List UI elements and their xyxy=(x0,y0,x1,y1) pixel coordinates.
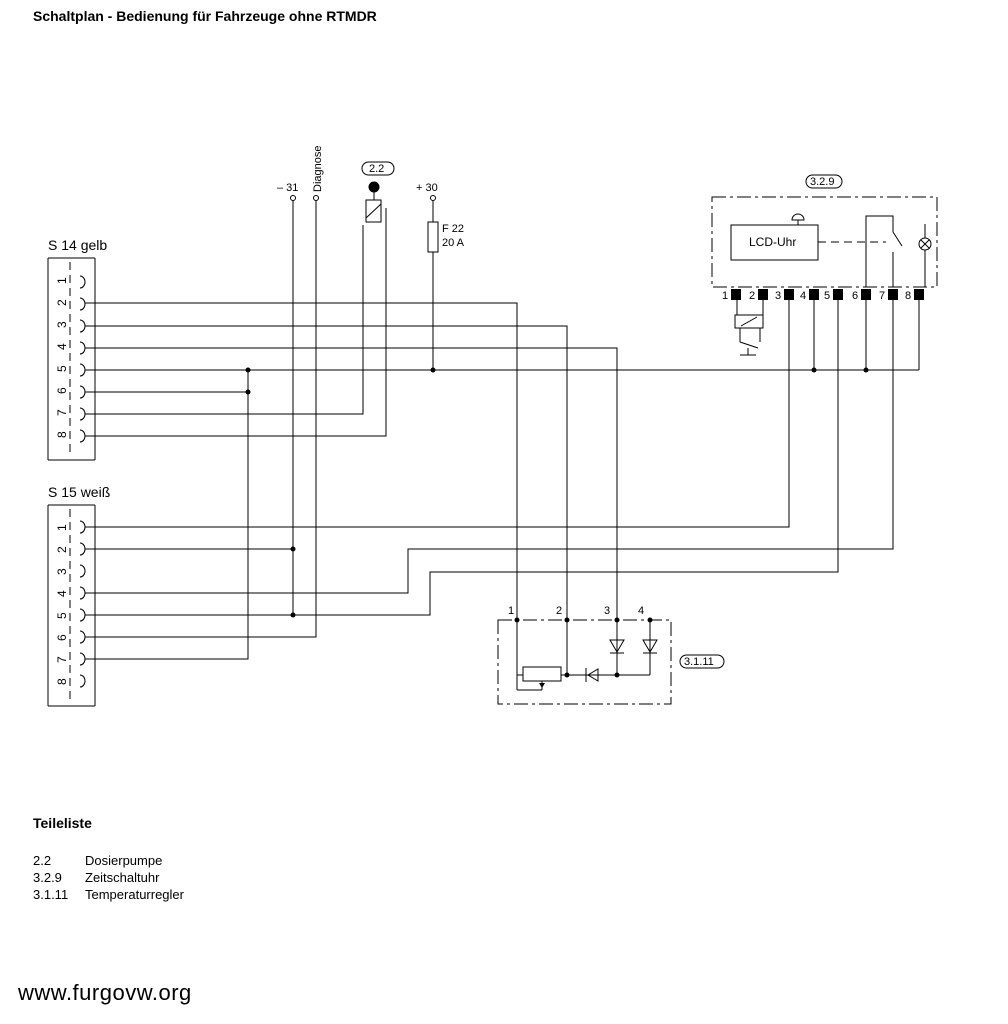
clock-module xyxy=(711,174,938,356)
regulator-pin: 4 xyxy=(638,605,644,617)
part-number: 3.1.11 xyxy=(33,887,69,902)
page-title: Schaltplan - Bedienung für Fahrzeuge ohn… xyxy=(33,8,377,24)
regulator-pin: 2 xyxy=(556,605,562,617)
s14-pin: 8 xyxy=(55,431,69,438)
s15-pin-labels: 1 2 3 4 5 6 7 8 xyxy=(55,524,69,685)
wiring-diagram: S 14 gelb S 15 weiß 1 2 3 4 5 6 7 8 1 2 … xyxy=(47,146,938,707)
wire-s15-6 xyxy=(85,200,317,638)
clock-pin: 6 xyxy=(852,290,858,302)
regulator-ref-label: 3.1.11 xyxy=(684,656,714,668)
part-number: 2.2 xyxy=(33,853,52,868)
wire-s14-3 xyxy=(85,325,568,620)
s14-pin: 5 xyxy=(55,365,69,372)
clock-pin: 4 xyxy=(800,290,806,302)
clock-pin: 7 xyxy=(879,290,885,302)
s14-pin: 3 xyxy=(55,321,69,328)
parts-list-heading: Teileliste xyxy=(33,815,92,831)
s15-pin: 5 xyxy=(55,612,69,619)
clock-pin: 2 xyxy=(749,290,755,302)
wire-s15-1 xyxy=(85,300,790,528)
parts-list-item: 3.1.11 Temperaturregler xyxy=(33,886,184,903)
minus31-label: – 31 xyxy=(277,182,298,194)
fuse-name-label: F 22 xyxy=(442,223,464,235)
regulator-module xyxy=(497,619,725,705)
parts-list: 2.2 Dosierpumpe 3.2.9 Zeitschaltuhr 3.1.… xyxy=(33,852,184,903)
clock-ref-label: 3.2.9 xyxy=(810,176,834,188)
footer-watermark: www.furgovw.org xyxy=(18,980,192,1005)
dosing-pump-symbol xyxy=(361,161,395,223)
clock-pin: 3 xyxy=(775,290,781,302)
parts-list-item: 3.2.9 Zeitschaltuhr xyxy=(33,869,184,886)
terminal-circles xyxy=(290,195,436,201)
s14-pin: 6 xyxy=(55,387,69,394)
regulator-pin: 1 xyxy=(508,605,514,617)
clock-pin: 8 xyxy=(905,290,911,302)
s15-label: S 15 weiß xyxy=(48,484,110,500)
s14-label: S 14 gelb xyxy=(48,237,107,253)
connector-s14 xyxy=(47,257,96,461)
s14-pin: 2 xyxy=(55,299,69,306)
s15-pin: 1 xyxy=(55,524,69,531)
s14-pin-labels: 1 2 3 4 5 6 7 8 xyxy=(55,277,69,438)
clock-pin-labels: 1 2 3 4 5 6 7 8 xyxy=(722,290,911,302)
s14-pin: 1 xyxy=(55,277,69,284)
wire-s14-4 xyxy=(85,347,618,620)
regulator-pin-labels: 1 2 3 4 xyxy=(508,605,644,617)
clock-pin: 1 xyxy=(722,290,728,302)
lcd-label: LCD-Uhr xyxy=(749,235,796,249)
clock-pin-blocks xyxy=(731,289,924,300)
s15-pin: 6 xyxy=(55,634,69,641)
s15-pin: 2 xyxy=(55,546,69,553)
connector-s15 xyxy=(47,504,96,707)
s15-pin: 7 xyxy=(55,656,69,663)
wire-s15-4 xyxy=(85,300,894,594)
parts-list-item: 2.2 Dosierpumpe xyxy=(33,852,184,869)
wire-s15-5 xyxy=(85,300,839,616)
s15-pin: 8 xyxy=(55,678,69,685)
s15-pin: 4 xyxy=(55,590,69,597)
fuse-f22 xyxy=(427,221,439,253)
s15-pin: 3 xyxy=(55,568,69,575)
wire-s15-7 xyxy=(85,370,249,660)
part-number: 3.2.9 xyxy=(33,870,62,885)
diagnose-label: Diagnose xyxy=(312,146,324,192)
wire-s14-7 xyxy=(85,225,364,415)
part-name: Zeitschaltuhr xyxy=(85,870,160,885)
wire-s14-8 xyxy=(85,208,387,437)
s14-pin: 7 xyxy=(55,409,69,416)
s14-pin: 4 xyxy=(55,343,69,350)
regulator-pin: 3 xyxy=(604,605,610,617)
clock-pin: 5 xyxy=(824,290,830,302)
wire-s14-2 xyxy=(85,302,518,620)
fuse-rating-label: 20 A xyxy=(442,237,465,249)
part-name: Dosierpumpe xyxy=(85,853,163,868)
plus30-label: + 30 xyxy=(416,182,438,194)
pump-ref-label: 2.2 xyxy=(369,163,384,175)
part-name: Temperaturregler xyxy=(85,887,184,902)
